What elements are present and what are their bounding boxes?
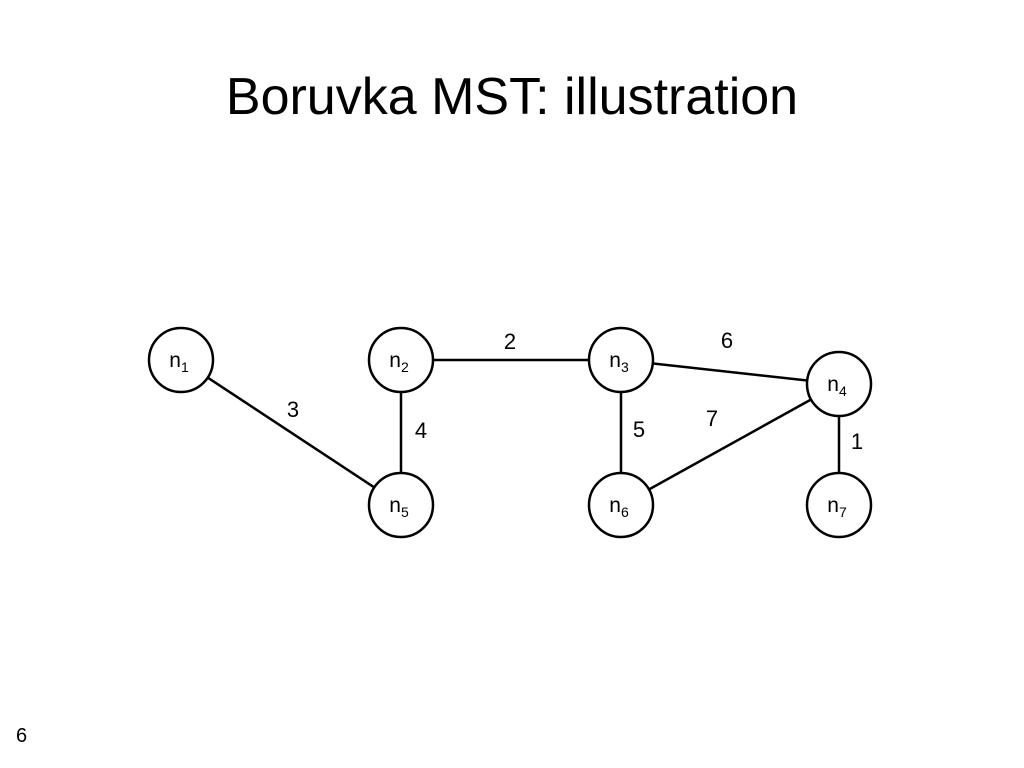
node-circle (805, 471, 873, 539)
node-subscript: 4 (839, 383, 847, 399)
edge-n3-n4 (620, 358, 840, 386)
node-circle (805, 350, 873, 418)
node-circle (367, 471, 435, 539)
node-n7: n7 (805, 471, 873, 539)
node-label: n2 (389, 349, 409, 375)
node-n4: n4 (805, 350, 873, 418)
slide-number: 6 (16, 725, 28, 747)
edge-n4-n6 (620, 382, 840, 507)
node-subscript: 1 (181, 359, 189, 375)
edge-weight-n3-n4: 6 (721, 328, 733, 353)
node-n6: n6 (587, 471, 655, 539)
node-subscript: 6 (621, 504, 629, 520)
edge-n1-n5 (180, 358, 402, 507)
node-n3: n3 (587, 326, 655, 394)
edge-weight-labels: 3 2 4 6 5 7 1 (287, 328, 863, 454)
node-label: n5 (389, 494, 409, 520)
edge-weight-n2-n5: 4 (415, 418, 427, 443)
graph-edges (180, 358, 841, 507)
edge-weight-n2-n3: 2 (504, 329, 516, 354)
node-n1: n1 (147, 326, 215, 394)
node-label: n7 (827, 494, 847, 520)
node-n2: n2 (367, 326, 435, 394)
node-label: n3 (609, 349, 629, 375)
node-subscript: 3 (621, 359, 629, 375)
edge-weight-n1-n5: 3 (287, 397, 299, 422)
node-subscript: 5 (401, 504, 409, 520)
node-label: n1 (169, 349, 189, 375)
node-circle (587, 471, 655, 539)
node-circle (587, 326, 655, 394)
node-circle (147, 326, 215, 394)
node-n5: n5 (367, 471, 435, 539)
node-label: n6 (609, 494, 629, 520)
node-subscript: 7 (839, 504, 847, 520)
slide-title: Boruvka MST: illustration (225, 68, 799, 126)
node-circle (367, 326, 435, 394)
edge-weight-n3-n6: 5 (633, 417, 645, 442)
graph-nodes: n1 n2 n3 n4 n5 n6 n7 (147, 326, 873, 539)
edge-weight-n4-n6: 7 (706, 406, 718, 431)
edge-weight-n4-n7: 1 (851, 429, 863, 454)
node-label: n4 (827, 373, 847, 399)
node-subscript: 2 (401, 359, 409, 375)
